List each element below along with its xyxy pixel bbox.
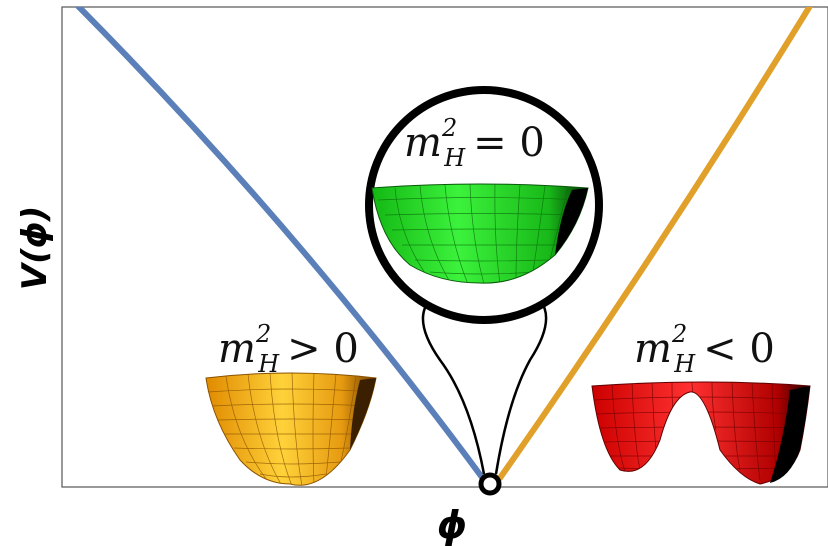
- y-axis-label: V(ϕ): [15, 206, 55, 290]
- zoom-connector-right: [494, 299, 548, 475]
- x-axis-label: ϕ: [437, 503, 467, 546]
- zoom-connector-left: [421, 299, 486, 475]
- plot-frame: [61, 6, 828, 488]
- origin-marker: [478, 472, 502, 496]
- negative-mass-bowl: [591, 381, 811, 485]
- zero-mass-bowl: [371, 183, 589, 284]
- negative-mass-curve: [497, 7, 813, 481]
- positive-mass-curve: [75, 7, 487, 483]
- positive-mass-bowl: [205, 372, 377, 486]
